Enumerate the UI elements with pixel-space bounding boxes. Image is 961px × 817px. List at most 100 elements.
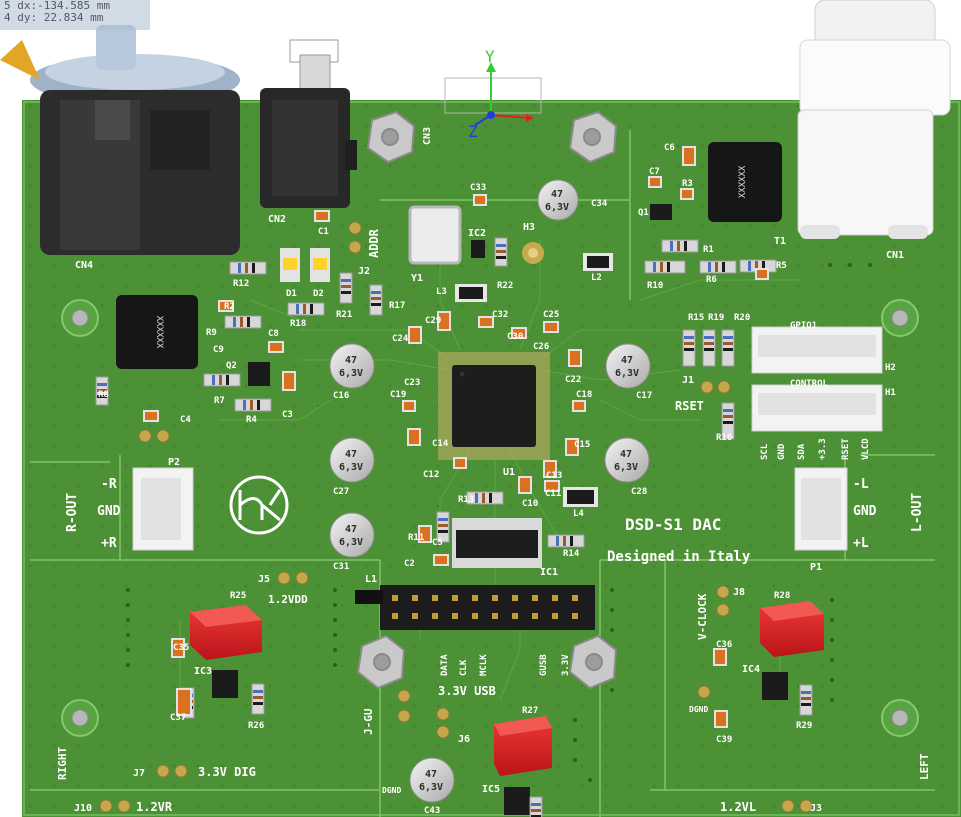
ref-l3: L3 bbox=[436, 287, 447, 297]
smd-resistor bbox=[287, 302, 325, 316]
smd-resistor bbox=[369, 284, 383, 316]
vr12-label: 1.2VR bbox=[136, 800, 173, 814]
ref-c43: C43 bbox=[424, 806, 440, 816]
smd-capacitor bbox=[407, 428, 421, 446]
left-label: LEFT bbox=[918, 753, 931, 780]
cap-value: 47 bbox=[345, 524, 357, 535]
cap-voltage: 6,3V bbox=[339, 368, 363, 379]
dgnd2-label: DGND bbox=[382, 786, 401, 795]
header-pin bbox=[412, 613, 418, 619]
ref-r25: R25 bbox=[230, 591, 246, 601]
j7-label: J7 bbox=[133, 768, 145, 779]
ic3-label: IC3 bbox=[194, 666, 212, 677]
cn1-usb-cable bbox=[797, 0, 951, 239]
smd-resistor bbox=[95, 376, 109, 406]
addr-label: ADDR bbox=[367, 228, 381, 258]
dig33-label: 3.3V DIG bbox=[198, 765, 256, 779]
ref-c37: C37 bbox=[170, 713, 186, 723]
ctl-scl: SCL bbox=[760, 443, 770, 460]
t1-label: T1 bbox=[774, 236, 786, 247]
smd-resistor bbox=[436, 511, 450, 543]
y1-label: Y1 bbox=[411, 273, 423, 284]
ref-r15: R15 bbox=[688, 313, 704, 323]
smd-resistor bbox=[494, 237, 508, 267]
cn4-connector bbox=[0, 25, 240, 255]
smd-resistor bbox=[229, 261, 267, 275]
ref-c18: C18 bbox=[576, 390, 592, 400]
axis-z-label: Z bbox=[468, 122, 478, 141]
smd-capacitor bbox=[402, 400, 416, 412]
ref-c33: C33 bbox=[470, 183, 486, 193]
ref-c23: C23 bbox=[404, 378, 420, 388]
ref-r29: R29 bbox=[796, 721, 812, 731]
smd-capacitor bbox=[473, 194, 487, 206]
j10-label: J10 bbox=[74, 803, 92, 814]
measure-dx: 5 dx:-134.585 mm bbox=[4, 0, 110, 12]
pin-gusb-label: GUSB bbox=[539, 654, 549, 676]
smd-capacitor bbox=[453, 457, 467, 469]
ref-l4: L4 bbox=[573, 509, 584, 519]
header-pin bbox=[472, 613, 478, 619]
gpio1-label: GPIO1 bbox=[790, 321, 817, 331]
ref-c11: C11 bbox=[545, 489, 561, 499]
ref-c27: C27 bbox=[333, 487, 349, 497]
ref-q1: Q1 bbox=[638, 208, 649, 218]
ref-c32: C32 bbox=[492, 310, 508, 320]
pin-data-label: DATA bbox=[440, 654, 450, 676]
smd-resistor bbox=[203, 373, 241, 387]
smd-capacitor bbox=[418, 525, 432, 543]
ref-r17: R17 bbox=[389, 301, 405, 311]
ref-r18: R18 bbox=[290, 319, 306, 329]
ref-c29: C29 bbox=[425, 316, 441, 326]
smd-capacitor bbox=[755, 268, 769, 280]
header-pin bbox=[572, 595, 578, 601]
ref-r28: R28 bbox=[774, 591, 790, 601]
minus-r-label: -R bbox=[101, 477, 117, 492]
ic1-label: IC1 bbox=[540, 567, 558, 578]
smd-capacitor bbox=[713, 648, 727, 666]
ctl-vlcd: VLCD bbox=[861, 438, 871, 460]
cap-voltage: 6,3V bbox=[545, 202, 569, 213]
minus-l-label: -L bbox=[853, 477, 869, 492]
ref-d1: D1 bbox=[286, 289, 297, 299]
smd-resistor bbox=[661, 239, 699, 253]
smd-capacitor bbox=[408, 326, 422, 344]
usb33-label: 3.3V USB bbox=[438, 684, 496, 698]
header-pin bbox=[392, 595, 398, 601]
ref-r5: R5 bbox=[776, 261, 787, 271]
ref-c4: C4 bbox=[180, 415, 191, 425]
smd-capacitor bbox=[682, 146, 696, 166]
header-pin bbox=[492, 595, 498, 601]
ctl-sda: SDA bbox=[797, 443, 807, 460]
smd-resistor bbox=[721, 329, 735, 367]
ref-c1: C1 bbox=[318, 227, 329, 237]
cn3-label: CN3 bbox=[422, 127, 433, 145]
j5-label: J5 bbox=[258, 574, 270, 585]
ref-r10: R10 bbox=[647, 281, 663, 291]
ref-r14: R14 bbox=[563, 549, 580, 559]
cn1-label: CN1 bbox=[886, 250, 904, 261]
ctl-rset: RSET bbox=[841, 438, 851, 460]
j8-label: J8 bbox=[733, 587, 745, 598]
cn2-label: CN2 bbox=[268, 214, 286, 225]
header-pin bbox=[392, 613, 398, 619]
header-pin bbox=[432, 613, 438, 619]
header-pin bbox=[512, 613, 518, 619]
smd-capacitor bbox=[437, 311, 451, 331]
ref-c19: C19 bbox=[390, 390, 406, 400]
header-pin bbox=[432, 595, 438, 601]
smd-capacitor bbox=[680, 188, 694, 200]
header-pin bbox=[412, 595, 418, 601]
vl12-label: 1.2VL bbox=[720, 800, 756, 814]
smd-resistor bbox=[644, 260, 686, 274]
r-out-label: R-OUT bbox=[65, 493, 80, 532]
p1-label: P1 bbox=[810, 562, 822, 573]
cap-voltage: 6,3V bbox=[339, 462, 363, 473]
l-out-label: L-OUT bbox=[910, 493, 925, 532]
ref-c7: C7 bbox=[649, 167, 660, 177]
smd-capacitor bbox=[648, 176, 662, 188]
ref-r16: R16 bbox=[716, 433, 732, 443]
ref-c22: C22 bbox=[565, 375, 581, 385]
